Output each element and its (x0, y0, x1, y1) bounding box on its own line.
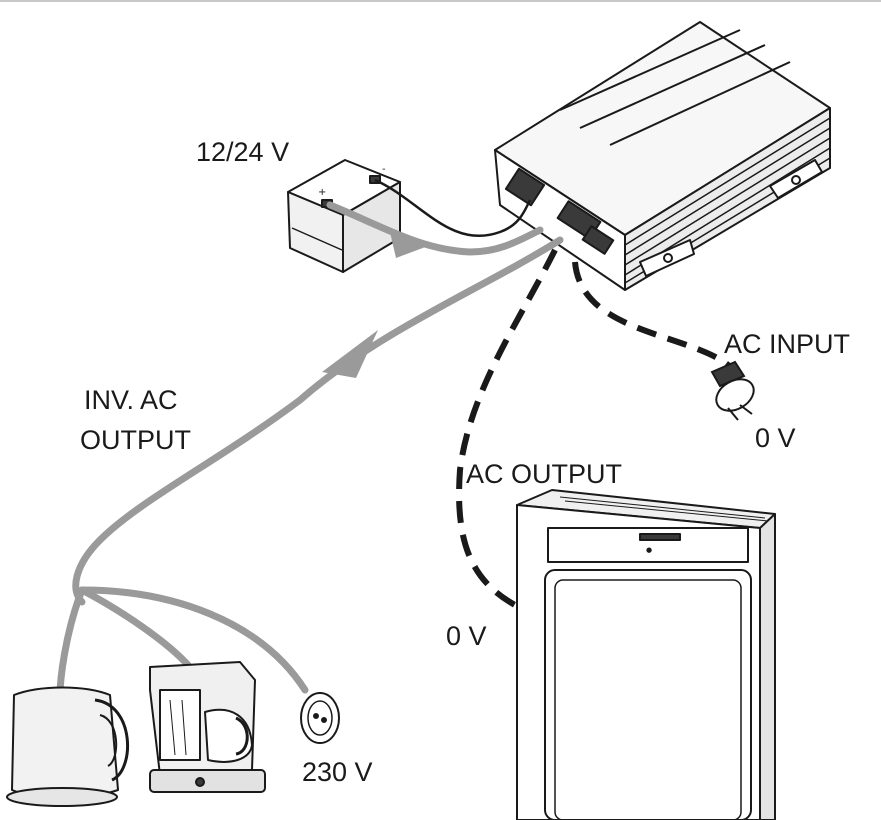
ac-input-label: AC INPUT (724, 329, 851, 359)
inv-ac-output-label-line1: INV. AC (84, 385, 178, 415)
svg-text:+: + (318, 187, 326, 198)
battery-power-flow (326, 201, 544, 256)
appliance-voltage-label: 230 V (302, 757, 373, 787)
ac-output-label: AC OUTPUT (466, 459, 623, 489)
coffee-maker-icon (149, 661, 266, 793)
wall-socket-icon (300, 692, 340, 744)
inv-ac-output-label-line2: OUTPUT (80, 425, 191, 455)
battery-icon: + - (287, 159, 401, 273)
branch-kettle (56, 586, 86, 694)
ac-input-voltage-label: 0 V (755, 423, 796, 453)
branch-socket (78, 586, 309, 694)
battery-cable (374, 178, 532, 238)
svg-text:●: ● (646, 546, 652, 554)
battery-voltage-label: 12/24 V (196, 137, 290, 167)
ac-output-cable (456, 248, 558, 608)
svg-text:-: - (382, 164, 386, 175)
top-divider (0, 0, 881, 2)
power-plug-icon (710, 360, 755, 421)
inverter-flow-arrowhead (322, 330, 378, 378)
refrigerator-icon: ● (516, 489, 776, 820)
branch-coffee (78, 586, 192, 669)
kettle-icon (6, 686, 130, 807)
ac-input-cable (572, 261, 738, 374)
inverter-unit-icon (494, 21, 831, 291)
inverter-output-cable (72, 236, 564, 606)
battery-flow-arrowhead (390, 232, 428, 258)
ac-output-voltage-label: 0 V (446, 621, 487, 651)
